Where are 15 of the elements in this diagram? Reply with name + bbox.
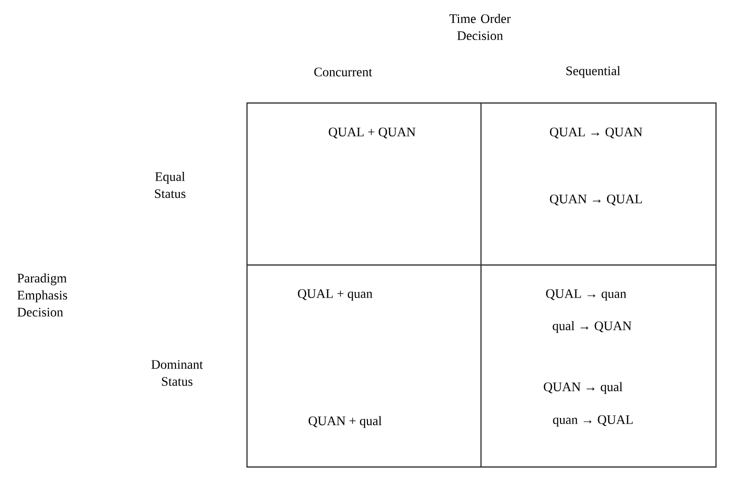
row-heading: Dominant Status [151, 360, 203, 386]
row-heading: Equal Status [154, 172, 186, 198]
column-heading: Sequential [566, 66, 620, 78]
cell-text: QUAN + qual [308, 416, 382, 428]
cell-text: QUAL → QUAN [550, 128, 642, 138]
cell-text: QUAL + quan [298, 289, 372, 301]
row-heading: Paradigm Emphasis Decision [17, 273, 68, 317]
cell-text: QUAL + QUAN [328, 128, 416, 138]
cell-text: quan → QUAL [553, 415, 633, 427]
cell-text: QUAL → quan [546, 289, 626, 301]
column-heading: Time Order Decision [449, 14, 511, 40]
cell-text: QUAN → QUAL [550, 194, 642, 206]
cell-text: QUAN → qual [544, 382, 622, 394]
cell-text: qual → QUAN [552, 321, 632, 333]
column-heading: Concurrent [314, 68, 372, 76]
